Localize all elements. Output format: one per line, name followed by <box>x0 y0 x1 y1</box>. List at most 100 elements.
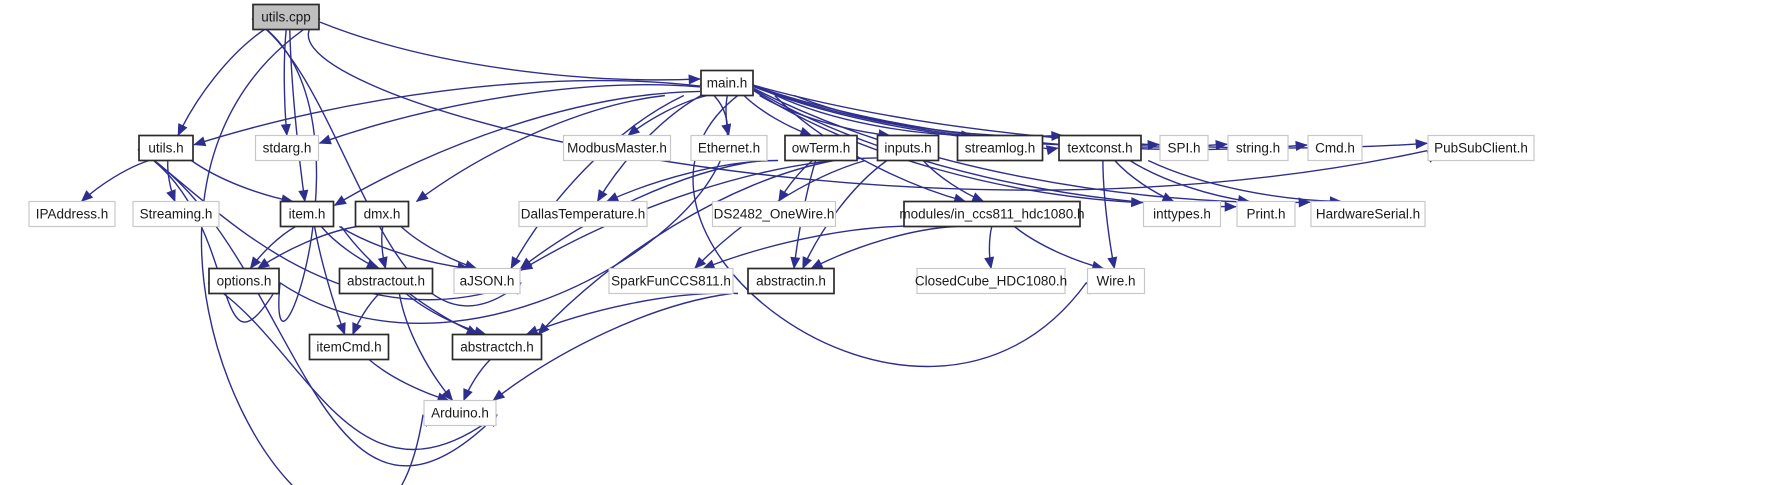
edge-utils_h-to-ipaddress_h <box>80 159 150 203</box>
node-item_h[interactable]: item.h <box>279 200 335 228</box>
node-string_h[interactable]: string.h <box>1227 134 1289 162</box>
node-hardwareserial_h[interactable]: HardwareSerial.h <box>1310 200 1426 228</box>
edge-item_h-to-options_h <box>249 225 297 270</box>
node-box-streamlog_h[interactable] <box>956 134 1044 162</box>
edge-inputs_h-to-abstractin_h <box>802 159 888 270</box>
node-streamlog_h[interactable]: streamlog.h <box>956 134 1044 162</box>
node-ipaddress_h[interactable]: IPAddress.h <box>28 200 116 228</box>
node-inttypes_h[interactable]: inttypes.h <box>1142 200 1222 228</box>
node-box-dallastemp_h[interactable] <box>518 200 648 228</box>
node-box-utils_h[interactable] <box>138 134 194 162</box>
node-box-ajson_h[interactable] <box>453 267 521 295</box>
node-ds2482_h[interactable]: DS2482_OneWire.h <box>711 200 837 228</box>
node-box-closedcube_h[interactable] <box>916 267 1066 295</box>
node-wire_h[interactable]: Wire.h <box>1086 267 1146 295</box>
edge-in_ccs811_h-to-closedcube_h <box>984 226 995 270</box>
edge-dmx_h-to-abstractout_h <box>377 226 388 270</box>
node-print_h[interactable]: Print.h <box>1236 200 1296 228</box>
edge-dmx_h-to-options_h <box>257 225 358 270</box>
node-box-item_h[interactable] <box>279 200 335 228</box>
node-textconst_h[interactable]: textconst.h <box>1058 134 1142 162</box>
node-box-inttypes_h[interactable] <box>1142 200 1222 228</box>
edge-utils_h-to-streaming_h <box>166 160 176 203</box>
edge-abstractout_h-to-arduino_h <box>398 293 454 402</box>
edge-utils_cpp-to-utils_h <box>177 28 265 137</box>
edge-utils_cpp-to-item_h <box>289 29 309 203</box>
edge-utils_cpp-to-arduino_h <box>200 18 435 485</box>
edges-layer <box>80 18 1439 485</box>
node-spi_h[interactable]: SPI.h <box>1159 134 1209 162</box>
edge-streamlog_h-to-textconst_h <box>1043 145 1059 156</box>
node-box-arduino_h[interactable] <box>423 399 497 427</box>
edge-main_h-to-utils_h <box>193 79 701 147</box>
node-utils_h[interactable]: utils.h <box>138 134 194 162</box>
node-box-textconst_h[interactable] <box>1058 134 1142 162</box>
node-box-abstractout_h[interactable] <box>338 267 434 295</box>
node-box-dmx_h[interactable] <box>354 200 410 228</box>
nodes-layer: utils.cpp main.h utils.h stdarg.h ModbusMast… <box>28 3 1535 427</box>
node-box-spi_h[interactable] <box>1159 134 1209 162</box>
node-box-print_h[interactable] <box>1236 200 1296 228</box>
node-sparkfun_h[interactable]: SparkFunCCS811.h <box>608 267 734 295</box>
node-utils_cpp[interactable]: utils.cpp <box>252 3 320 31</box>
node-options_h[interactable]: options.h <box>208 267 280 295</box>
node-abstractout_h[interactable]: abstractout.h <box>338 267 434 295</box>
node-streaming_h[interactable]: Streaming.h <box>132 200 220 228</box>
node-box-pubsubclient_h[interactable] <box>1427 134 1535 162</box>
node-arduino_h[interactable]: Arduino.h <box>423 399 497 427</box>
node-stdarg_h[interactable]: stdarg.h <box>254 134 320 162</box>
edge-utils_cpp-to-main_h <box>319 21 701 85</box>
edge-main_h-to-stdarg_h <box>318 84 701 145</box>
node-box-utils_cpp[interactable] <box>252 3 320 31</box>
edge-main_h-to-item_h <box>333 90 701 207</box>
node-in_ccs811_h[interactable]: modules/in_ccs811_hdc1080.h <box>899 200 1085 228</box>
node-box-itemcmd_h[interactable] <box>308 333 390 361</box>
node-box-streaming_h[interactable] <box>132 200 220 228</box>
node-box-main_h[interactable] <box>700 69 754 97</box>
node-itemcmd_h[interactable]: itemCmd.h <box>308 333 390 361</box>
node-box-string_h[interactable] <box>1227 134 1289 162</box>
node-box-abstractch_h[interactable] <box>451 333 543 361</box>
node-dallastemp_h[interactable]: DallasTemperature.h <box>518 200 648 228</box>
node-box-ipaddress_h[interactable] <box>28 200 116 228</box>
node-pubsubclient_h[interactable]: PubSubClient.h <box>1427 134 1535 162</box>
node-box-stdarg_h[interactable] <box>254 134 320 162</box>
node-box-ethernet_h[interactable] <box>690 134 768 162</box>
node-box-ds2482_h[interactable] <box>711 200 837 228</box>
node-cmd_h[interactable]: Cmd.h <box>1307 134 1363 162</box>
edge-abstractin_h-to-arduino_h <box>492 292 732 402</box>
node-closedcube_h[interactable]: ClosedCube_HDC1080.h <box>915 267 1067 295</box>
edge-in_ccs811_h-to-wire_h <box>1013 225 1105 271</box>
edge-main_h-to-ajson_h <box>510 94 685 270</box>
node-box-abstractin_h[interactable] <box>747 267 835 295</box>
node-ajson_h[interactable]: aJSON.h <box>453 267 521 295</box>
node-box-in_ccs811_h[interactable] <box>903 200 1081 228</box>
node-box-sparkfun_h[interactable] <box>608 267 734 295</box>
edge-abstractout_h-to-itemcmd_h <box>352 292 380 336</box>
edge-main_h-to-dmx_h <box>415 94 665 203</box>
node-main_h[interactable]: main.h <box>700 69 754 97</box>
edge-abstractch_h-to-arduino_h <box>463 358 491 402</box>
node-box-inputs_h[interactable] <box>876 134 940 162</box>
node-box-options_h[interactable] <box>208 267 280 295</box>
node-inputs_h[interactable]: inputs.h <box>876 134 940 162</box>
edge-textconst_h-to-print_h <box>1129 159 1251 205</box>
node-box-wire_h[interactable] <box>1086 267 1146 295</box>
edge-utils_h-to-options_h <box>137 148 281 323</box>
edge-inputs_h-to-abstractch_h <box>537 159 835 336</box>
edge-textconst_h-to-wire_h <box>1102 160 1118 270</box>
node-dmx_h[interactable]: dmx.h <box>354 200 410 228</box>
node-abstractch_h[interactable]: abstractch.h <box>451 333 543 361</box>
node-box-hardwareserial_h[interactable] <box>1310 200 1426 228</box>
node-abstractin_h[interactable]: abstractin.h <box>747 267 835 295</box>
node-modbusmaster_h[interactable]: ModbusMaster.h <box>562 134 672 162</box>
node-box-modbusmaster_h[interactable] <box>562 134 672 162</box>
node-box-owterm_h[interactable] <box>784 134 858 162</box>
node-ethernet_h[interactable]: Ethernet.h <box>690 134 768 162</box>
node-owterm_h[interactable]: owTerm.h <box>784 134 858 162</box>
edge-main_h-to-ethernet_h <box>721 95 732 137</box>
node-box-cmd_h[interactable] <box>1307 134 1363 162</box>
edge-main_h-to-modbusmaster_h <box>627 94 708 137</box>
